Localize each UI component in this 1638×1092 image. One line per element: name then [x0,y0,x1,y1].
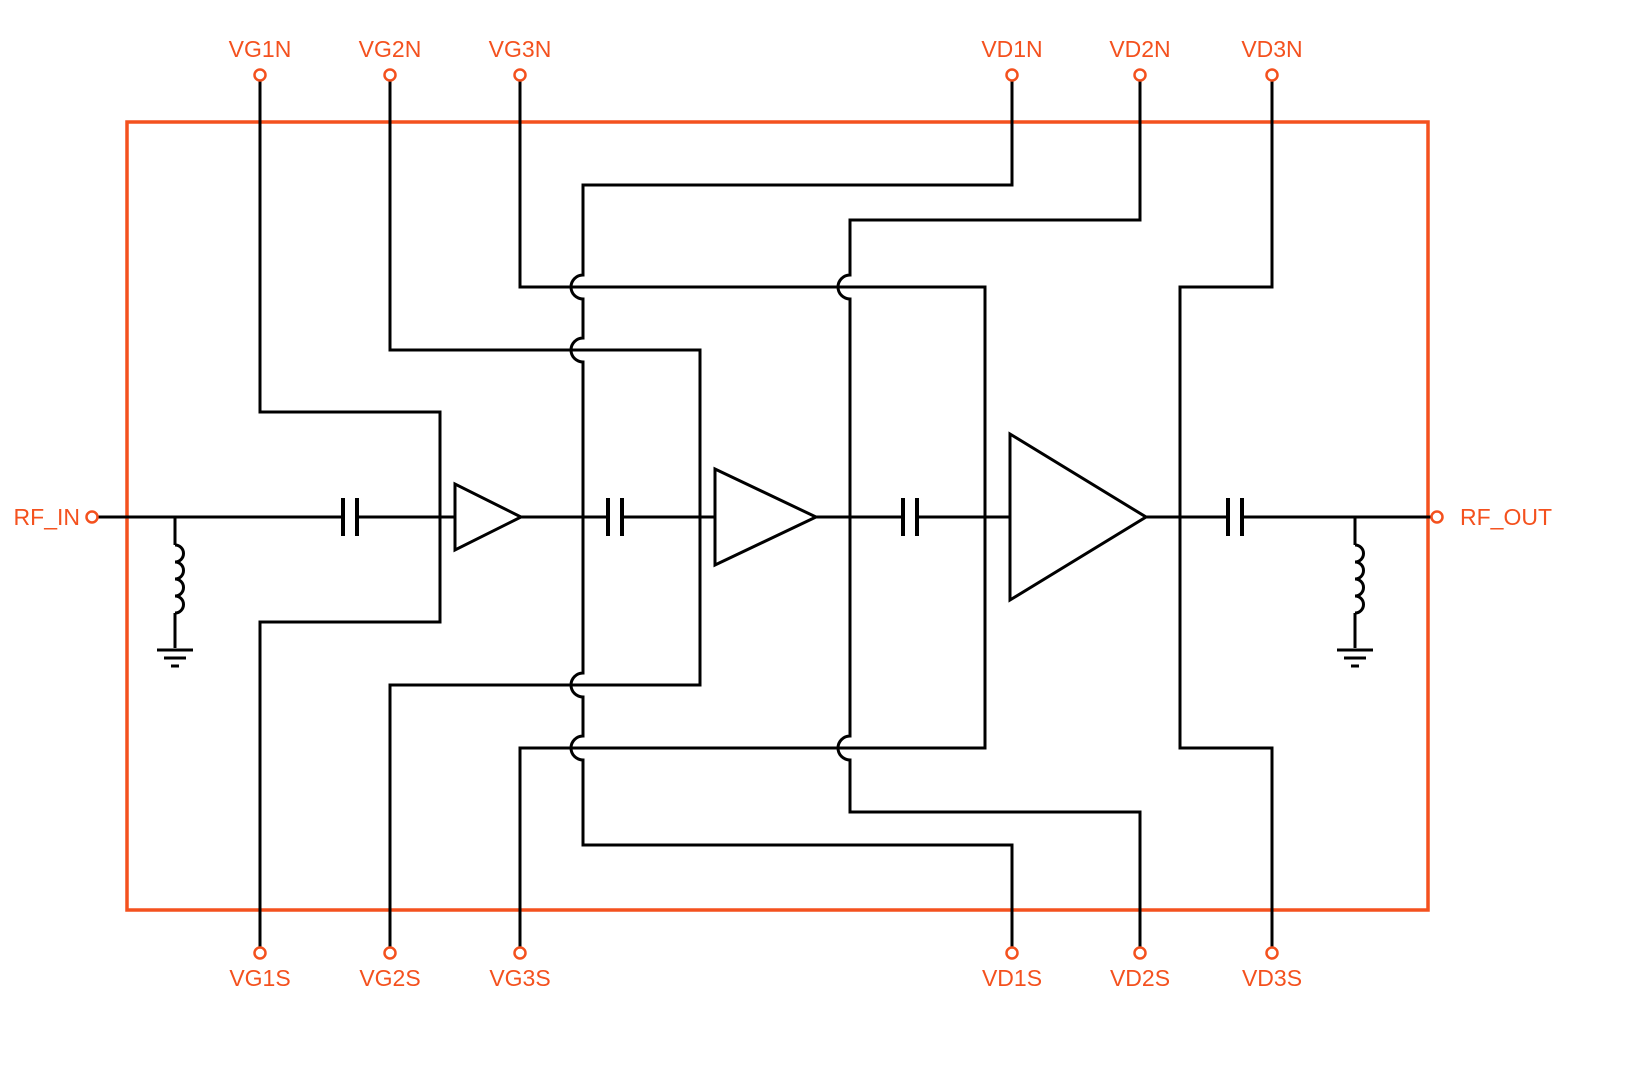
wire-vg1n [258,80,442,517]
amplifier-triangle-icon [1008,431,1149,603]
wire-vd2n [836,80,1142,517]
rf-out-terminal [1430,510,1444,524]
vg3s-label: VG3S [489,965,550,991]
gate-bias-wires [258,80,987,948]
vg1s-terminal [253,946,267,960]
capacitor-4 [1226,498,1244,536]
port-vd1s: VD1S [982,946,1042,991]
port-vd3n: VD3N [1241,36,1303,82]
inductor-coil-icon [174,543,185,615]
port-vd3s: VD3S [1242,946,1302,991]
wire-vd1s [569,517,1014,948]
capacitor-1 [341,498,359,536]
output-ground [1337,648,1373,668]
wire-vg2n [388,80,702,517]
wire-vg3n [518,80,987,517]
wire-vd3n [1178,80,1274,517]
capacitor-3 [901,498,919,536]
vg3s-terminal [513,946,527,960]
inductor-coil-icon [1354,543,1365,615]
vd2n-terminal [1133,68,1147,82]
vg3n-label: VG3N [489,36,552,62]
port-vg1s: VG1S [229,946,291,991]
port-vd1n: VD1N [981,36,1043,82]
vg2n-terminal [383,68,397,82]
vd1n-terminal [1005,68,1019,82]
wire-vd3s [1178,517,1274,948]
port-vg3n: VG3N [489,36,552,82]
vd2s-label: VD2S [1110,965,1170,991]
vd3n-terminal [1265,68,1279,82]
vg3n-terminal [513,68,527,82]
amplifier-triangle-icon [453,481,525,553]
wire-vd1n [569,80,1014,517]
wire-vg1s [258,517,442,948]
wire-vd2s [836,517,1142,948]
vg2s-terminal [383,946,397,960]
vg2s-label: VG2S [359,965,420,991]
port-vg2n: VG2N [359,36,422,82]
port-vd2n: VD2N [1109,36,1171,82]
drain-bias-wires [569,80,1274,948]
input-ground [157,648,193,668]
vd1s-terminal [1005,946,1019,960]
port-vg1n: VG1N [229,36,292,82]
vd2s-terminal [1133,946,1147,960]
port-vg3s: VG3S [489,946,551,991]
amplifier-triangle-icon [713,466,820,568]
vd2n-label: VD2N [1109,36,1170,62]
capacitor-2 [606,498,624,536]
vd3n-label: VD3N [1241,36,1302,62]
port-vd2s: VD2S [1110,946,1170,991]
vd3s-label: VD3S [1242,965,1302,991]
vg2n-label: VG2N [359,36,422,62]
amplifier-stage-3 [1008,431,1149,603]
output-shunt-inductor [1353,517,1365,648]
rf-out-label: RF_OUT [1460,504,1552,530]
amplifier-stage-1 [453,481,525,553]
port-rf-in: RF_IN [14,504,99,530]
port-vg2s: VG2S [359,946,421,991]
vd1s-label: VD1S [982,965,1042,991]
rf-in-label: RF_IN [14,504,80,530]
amplifier-stage-2 [713,466,820,568]
input-shunt-inductor [173,517,185,648]
vg1s-label: VG1S [229,965,290,991]
vg1n-label: VG1N [229,36,292,62]
rf-in-terminal [85,510,99,524]
wire-vg3s [518,517,987,948]
vg1n-terminal [253,68,267,82]
vd3s-terminal [1265,946,1279,960]
vd1n-label: VD1N [981,36,1042,62]
port-rf-out: RF_OUT [1430,504,1552,530]
wire-vg2s [388,517,702,948]
